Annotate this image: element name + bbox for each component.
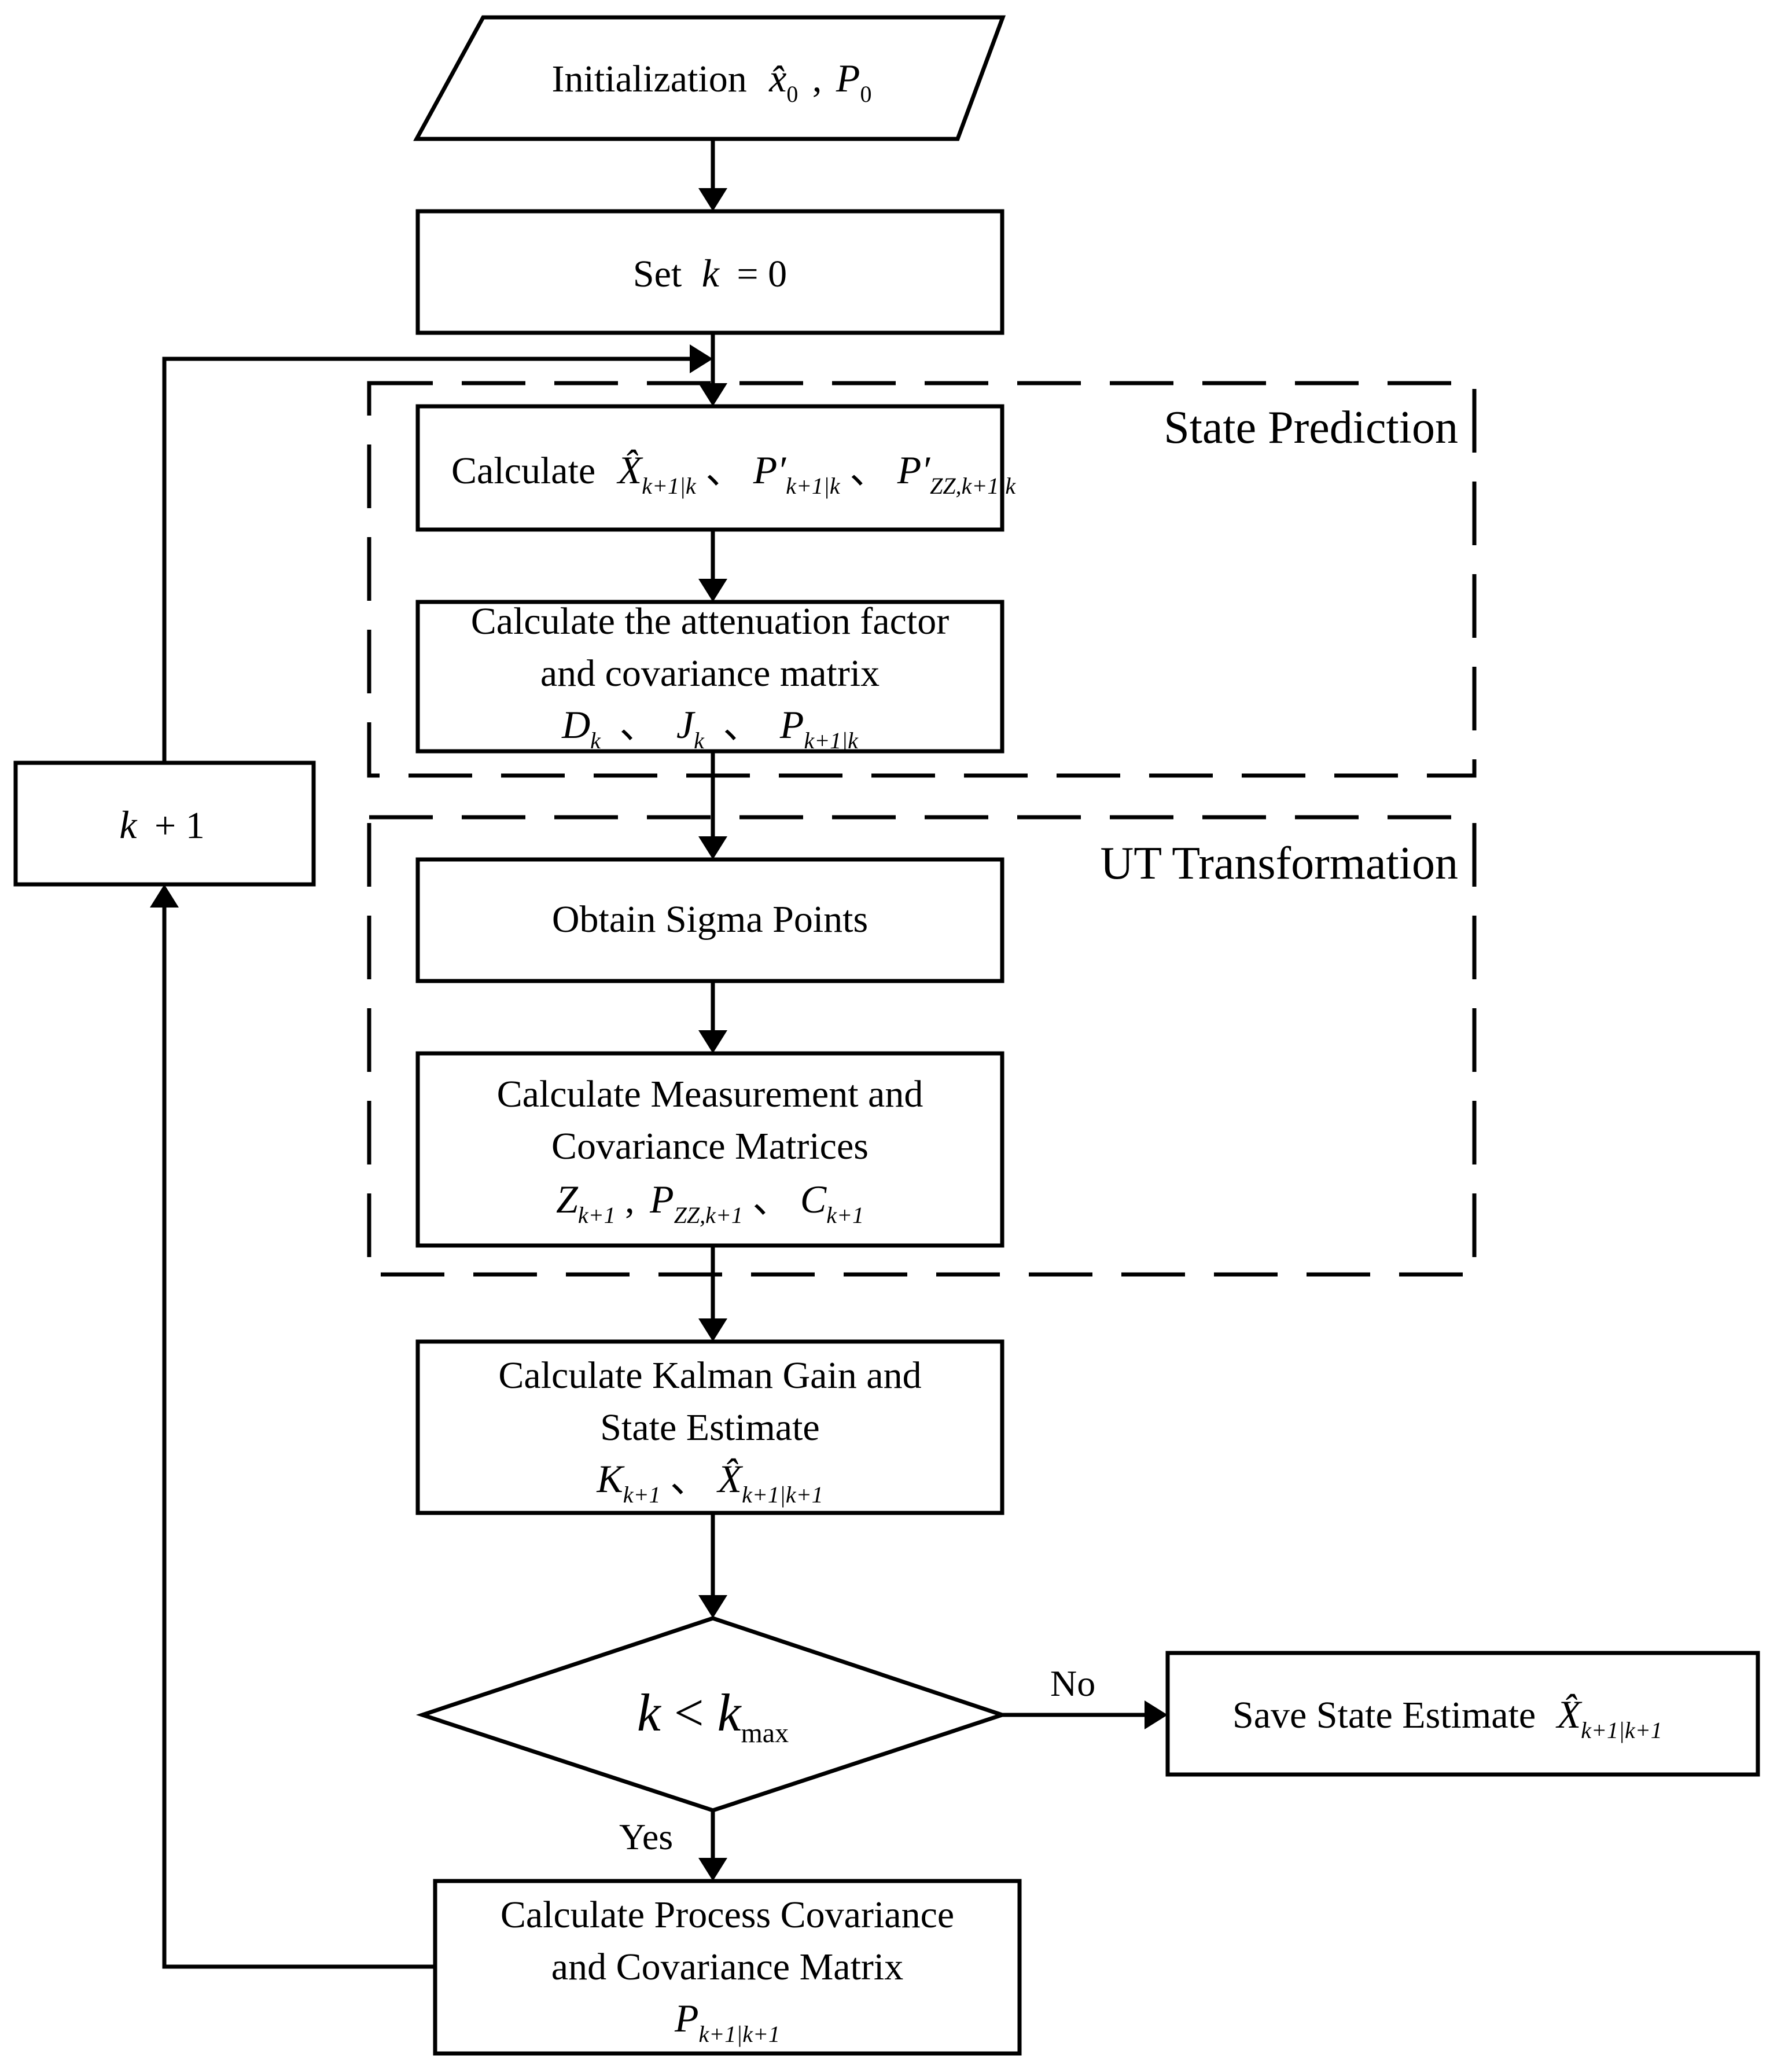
- measurement-line1: Calculate Measurement and: [497, 1073, 923, 1115]
- save-estimate-text: Save State Estimate X̂k+1|k+1: [1232, 1692, 1662, 1743]
- save-estimate-node: [1165, 1651, 1760, 1777]
- kalman-line2: State Estimate: [600, 1406, 819, 1449]
- attenuation-node: [415, 600, 1004, 754]
- kalman-node: [415, 1339, 1004, 1515]
- edge-label-yes: Yes: [619, 1816, 673, 1857]
- process-covariance-node: [433, 1879, 1022, 2056]
- process-cov-line2: and Covariance Matrix: [551, 1946, 903, 1988]
- attenuation-line2: and covariance matrix: [540, 652, 880, 695]
- kalman-line3: Kk+1 、 X̂k+1|k+1: [596, 1457, 823, 1511]
- decision-text: k < kmax: [637, 1683, 789, 1748]
- sigma-points-text: Obtain Sigma Points: [552, 898, 868, 941]
- process-cov-line1: Calculate Process Covariance: [501, 1894, 954, 1936]
- edges: [150, 139, 1168, 1969]
- measurement-node: [415, 1051, 1004, 1248]
- process-cov-line3: Pk+1|k+1: [674, 1996, 780, 2047]
- increment-node: [13, 761, 316, 887]
- init-node: [413, 15, 1006, 141]
- group-label-state-prediction: State Prediction: [1164, 402, 1458, 453]
- attenuation-line1: Calculate the attenuation factor: [471, 600, 949, 642]
- attenuation-line3: Dk 、 Jk 、 Pk+1|k: [561, 703, 859, 757]
- set-k-text: Set k = 0: [633, 251, 787, 295]
- state-prediction-calc-text: Calculate X̂k+1|k 、 P′k+1|k 、 P′ZZ,k+1|k: [451, 448, 1016, 502]
- init-text: Initialization x̂0 , P0: [552, 56, 872, 111]
- measurement-line2: Covariance Matrices: [551, 1125, 869, 1167]
- group-state-prediction: [367, 381, 1477, 778]
- set-k-node: [415, 209, 1004, 335]
- group-ut-transformation: [367, 815, 1477, 1277]
- increment-text: k + 1: [119, 803, 204, 847]
- group-label-ut-transformation: UT Transformation: [1100, 838, 1458, 889]
- edge-label-no: No: [1050, 1663, 1095, 1704]
- state-prediction-calc-node: [415, 404, 1004, 532]
- measurement-line3: Zk+1 , PZZ,k+1 、 Ck+1: [556, 1177, 864, 1232]
- sigma-points-node: [415, 857, 1004, 983]
- kalman-line1: Calculate Kalman Gain and: [498, 1354, 921, 1397]
